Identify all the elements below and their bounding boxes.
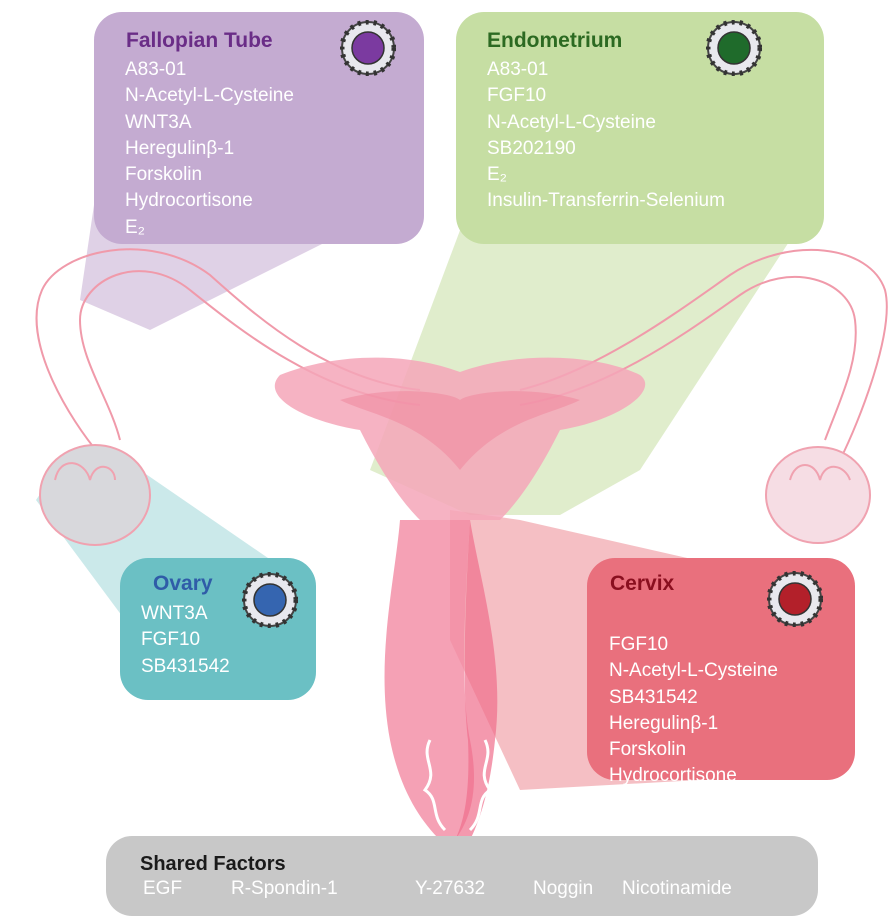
factor-item: E₂: [125, 215, 294, 241]
endometrium-organoid-icon: [706, 20, 762, 76]
factor-item: N-Acetyl-L-Cysteine: [609, 658, 778, 684]
endometrium-factor-list: A83-01 FGF10 N-Acetyl-L-Cysteine SB20219…: [487, 57, 725, 215]
factor-item: Forskolin: [125, 162, 294, 188]
factor-item: FGF10: [487, 83, 725, 109]
endometrium-title: Endometrium: [487, 29, 622, 53]
factor-item: FGF10: [609, 632, 778, 658]
factor-item: E₂: [487, 162, 725, 188]
factor-item: SB202190: [487, 136, 725, 162]
shared-factors-panel: [106, 836, 818, 916]
ovary-organoid-icon: [242, 572, 298, 628]
factor-item: SB431542: [141, 654, 230, 680]
cervix-title: Cervix: [610, 572, 674, 596]
shared-factor-item: Y-27632: [415, 878, 485, 900]
right-ovary: [766, 447, 870, 543]
factor-item: FGF10: [141, 627, 230, 653]
shared-factor-item: Nicotinamide: [622, 878, 732, 900]
factor-item: Heregulinβ-1: [125, 136, 294, 162]
shared-factor-item: Noggin: [533, 878, 593, 900]
ovary-factor-list: WNT3A FGF10 SB431542: [141, 601, 230, 680]
factor-item: Heregulinβ-1: [609, 711, 778, 737]
factor-item: SB431542: [609, 685, 778, 711]
shared-factor-item: R-Spondin-1: [231, 878, 338, 900]
factor-item: N-Acetyl-L-Cysteine: [125, 83, 294, 109]
factor-item: Hydrocortisone: [125, 188, 294, 214]
ovary-title: Ovary: [153, 572, 213, 596]
factor-item: N-Acetyl-L-Cysteine: [487, 110, 725, 136]
factor-item: Hydrocortisone: [609, 763, 778, 789]
fallopian-tube-factor-list: A83-01 N-Acetyl-L-Cysteine WNT3A Heregul…: [125, 57, 294, 241]
factor-item: Insulin-Transferrin-Selenium: [487, 188, 725, 214]
fallopian-tube-title: Fallopian Tube: [126, 29, 273, 53]
factor-item: WNT3A: [125, 110, 294, 136]
shared-factors-title: Shared Factors: [140, 853, 286, 876]
factor-item: A83-01: [487, 57, 725, 83]
factor-item: Forskolin: [609, 737, 778, 763]
fallopian-tube-organoid-icon: [340, 20, 396, 76]
cervix-organoid-icon: [767, 571, 823, 627]
cervix-factor-list: FGF10 N-Acetyl-L-Cysteine SB431542 Hereg…: [609, 632, 778, 790]
left-ovary: [40, 445, 150, 545]
factor-item: WNT3A: [141, 601, 230, 627]
factor-item: A83-01: [125, 57, 294, 83]
shared-factor-item: EGF: [143, 878, 182, 900]
